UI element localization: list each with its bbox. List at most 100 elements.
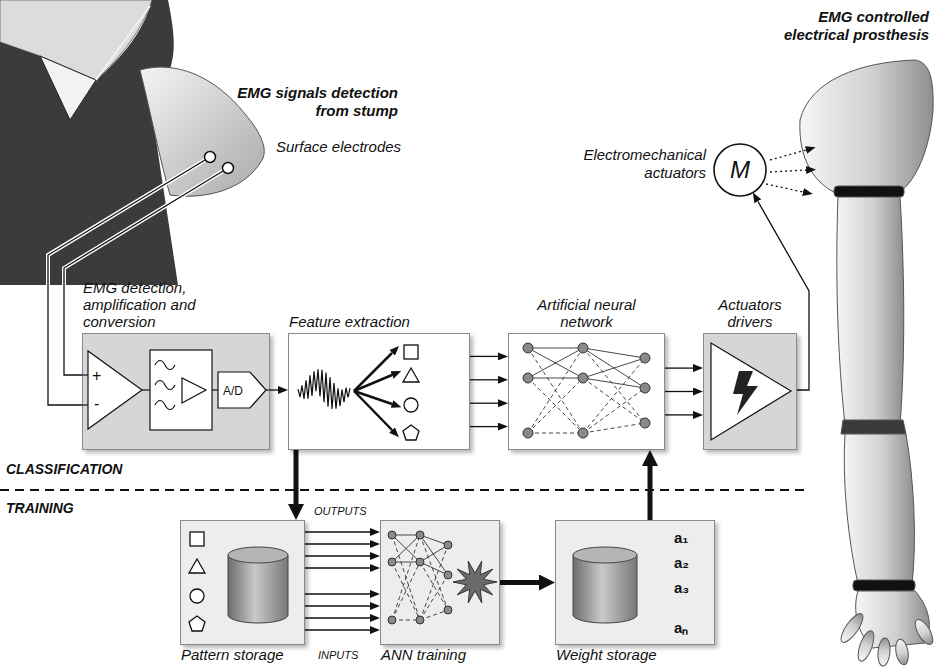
- amplifier-chain: [82, 374, 88, 375]
- section-label: TRAINING: [6, 500, 126, 517]
- network-graphic: [523, 373, 533, 383]
- training-graphic: [453, 561, 497, 603]
- network-graphic: [583, 348, 645, 388]
- process-box: EMG detection, amplification and convers…: [82, 333, 270, 450]
- network-graphic: [583, 388, 645, 433]
- signal-label: OUTPUTS: [314, 504, 374, 518]
- network-graphic: [578, 428, 588, 438]
- training-graphic: [420, 545, 448, 562]
- storage-box: Weight storagea₁a₂a₃aₙ: [555, 520, 715, 645]
- process-box: Actuators drivers: [703, 333, 797, 450]
- box-heading: Actuators drivers: [704, 296, 796, 330]
- prosthetic-arm: [800, 60, 936, 666]
- network-graphic: [583, 378, 645, 423]
- signal-arrow: [305, 567, 370, 568]
- feature-symbols: [404, 345, 418, 359]
- signal-arrow: [305, 555, 370, 556]
- box-heading: EMG detection, amplification and convers…: [83, 279, 269, 330]
- callout-label: Surface electrodes: [276, 138, 416, 156]
- signal-arrow: [470, 403, 498, 404]
- process-box: Feature extraction: [288, 333, 470, 450]
- prosthetic-arm: [837, 196, 904, 425]
- training-graphic: [392, 535, 420, 562]
- data-flow-arrow: [650, 466, 651, 520]
- network-graphic: [528, 348, 583, 433]
- training-graphic: [392, 535, 420, 620]
- actuation-arrow: [770, 150, 806, 160]
- signal-arrow: [305, 605, 370, 606]
- driver-symbol: [703, 333, 797, 450]
- patient-figure: [96, 6, 150, 80]
- network-graphic: [523, 428, 533, 438]
- symbol-label: -: [94, 395, 99, 413]
- amplifier-chain: [266, 389, 270, 390]
- patient-figure: [0, 0, 264, 285]
- driver-symbol: [711, 343, 791, 440]
- actuation-arrow: [766, 150, 806, 192]
- network-graphic: [528, 348, 583, 378]
- signal-arrow: [305, 532, 370, 630]
- feature-symbols: [403, 368, 419, 382]
- data-flow-arrow: [500, 580, 539, 585]
- prosthetic-arm: [912, 617, 936, 647]
- feature-symbols: [354, 353, 392, 430]
- callout-label: EMG signals detection from stump: [220, 84, 398, 120]
- training-graphic: [420, 562, 448, 610]
- amplifier-chain: [212, 389, 218, 390]
- feature-symbols: [354, 375, 392, 391]
- signal-arrow: [305, 543, 370, 544]
- network-graphic: [583, 348, 645, 423]
- driver-symbol: [733, 371, 758, 415]
- amplifier-chain: [218, 372, 266, 408]
- signal-arrow: [665, 367, 693, 368]
- signal-arrow: [665, 414, 693, 415]
- training-graphic: [416, 558, 424, 566]
- feature-symbols: [288, 333, 470, 450]
- feature-symbols: [298, 369, 350, 409]
- process-box: Artificial neural network: [508, 333, 665, 450]
- network-graphic: [528, 378, 583, 379]
- amplifier-chain: [82, 404, 88, 405]
- network-graphic: [523, 343, 650, 438]
- data-flow-arrow: [296, 450, 297, 504]
- symbol-label: aₙ: [674, 619, 688, 636]
- section-label: CLASSIFICATION: [6, 461, 176, 478]
- storage-box: Pattern storage: [180, 520, 305, 645]
- training-box: ANN training: [380, 520, 500, 645]
- data-flow-arrow: [500, 582, 539, 583]
- surface-electrode: [205, 152, 216, 163]
- feature-symbols: [404, 398, 418, 412]
- storage-graphic: [180, 520, 305, 645]
- symbol-label: a₂: [674, 554, 689, 571]
- training-graphic: [392, 562, 420, 620]
- training-graphic: [380, 520, 500, 645]
- patient-figure: [40, 56, 96, 120]
- storage-graphic: [555, 520, 715, 645]
- network-graphic: [528, 348, 583, 349]
- network-graphic: [523, 343, 533, 353]
- training-graphic: [416, 531, 424, 539]
- motor-circle: M: [712, 142, 768, 198]
- signal-label: INPUTS: [318, 648, 378, 662]
- storage-graphic: [228, 555, 288, 623]
- prosthetic-arm: [834, 186, 904, 197]
- network-graphic: [528, 348, 583, 433]
- network-graphic: [528, 378, 583, 433]
- training-graphic: [392, 562, 420, 620]
- network-graphic: [640, 353, 650, 363]
- feature-symbols: [354, 353, 392, 391]
- signal-arrow: [270, 390, 278, 391]
- storage-graphic: [573, 555, 637, 623]
- surface-electrode: [223, 163, 234, 174]
- training-graphic: [388, 616, 396, 624]
- symbol-label: a₁: [674, 529, 689, 546]
- amplifier-chain: [88, 351, 142, 429]
- storage-graphic: [189, 616, 205, 631]
- callout-label: EMG controlled electrical prosthesis: [754, 8, 929, 44]
- network-graphic: [583, 348, 645, 358]
- signal-arrow: [470, 356, 498, 357]
- training-graphic: [388, 531, 452, 624]
- amplifier-chain: [155, 361, 175, 370]
- storage-graphic: [573, 547, 637, 563]
- storage-graphic: [189, 559, 205, 573]
